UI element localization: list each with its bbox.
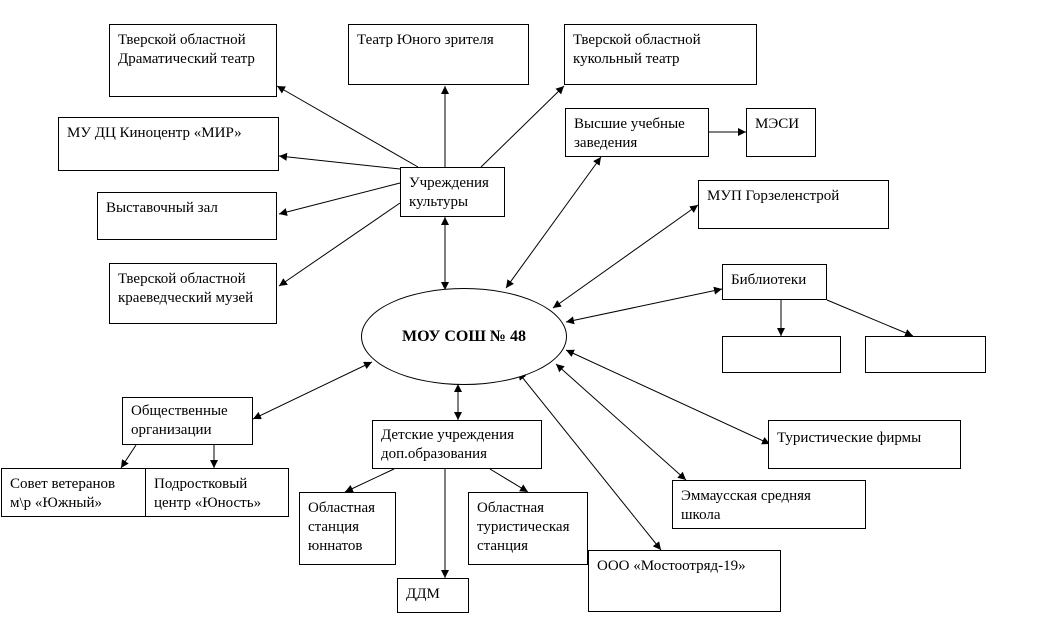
- center-school-node: МОУ СОШ № 48: [361, 288, 567, 385]
- library-child-node-1: [722, 336, 841, 373]
- gorzelenstroy-node: МУП Горзеленстрой: [698, 180, 889, 229]
- arrow-culture-museum: [278, 202, 401, 287]
- exhibition-node: Выставочный зал: [97, 192, 277, 240]
- arrow-children-tourist: [489, 468, 529, 493]
- arrow-culture-exhibition: [278, 182, 401, 216]
- youth-theatre-node: Театр Юного зрителя: [348, 24, 529, 85]
- arrow-center-libraries: [565, 286, 723, 325]
- arrow-culture-cinema: [278, 152, 401, 170]
- arrow-public-veterans: [120, 444, 137, 469]
- ddm-node: ДДМ: [397, 578, 469, 613]
- mesi-node: МЭСИ: [746, 108, 816, 157]
- arrow-center-public-orgs: [252, 361, 373, 420]
- public-orgs-hub-node: Общественные организации: [122, 397, 253, 445]
- young-naturalists-node: Областная станция юннатов: [299, 492, 396, 565]
- arrow-culture-drama: [276, 85, 419, 168]
- center-school-label: МОУ СОШ № 48: [401, 327, 527, 345]
- arrow-center-higher-ed: [505, 156, 602, 289]
- arrow-children-naturalists: [344, 468, 395, 493]
- library-child-node-2: [865, 336, 986, 373]
- children-hub-node: Детские учреждения доп.образования: [372, 420, 542, 469]
- tourism-firms-node: Туристические фирмы: [768, 420, 961, 469]
- cinema-node: МУ ДЦ Киноцентр «МИР»: [58, 117, 279, 171]
- tourist-station-node: Областная туристическая станция: [468, 492, 588, 565]
- puppet-theatre-node: Тверской областной кукольный театр: [564, 24, 757, 85]
- arrow-culture-puppet: [480, 85, 565, 168]
- libraries-node: Библиотеки: [722, 264, 827, 300]
- drama-theatre-node: Тверской областной Драматический театр: [109, 24, 277, 97]
- arrow-center-emmaus: [555, 363, 687, 481]
- arrow-libraries-child-2: [826, 299, 914, 337]
- higher-ed-node: Высшие учебные заведения: [565, 108, 709, 157]
- mostootryad-node: ООО «Мостоотряд-19»: [588, 550, 781, 612]
- arrow-center-mostootryad: [517, 371, 662, 551]
- emmaus-school-node: Эммаусская средняя школа: [672, 480, 866, 529]
- youth-center-node: Подростковый центр «Юность»: [145, 468, 289, 517]
- museum-node: Тверской областной краеведческий музей: [109, 263, 277, 324]
- culture-hub-node: Учреждения культуры: [400, 167, 505, 217]
- veterans-node: Совет ветеранов м\р «Южный»: [1, 468, 146, 517]
- arrow-center-gorzelenstroy: [552, 204, 699, 309]
